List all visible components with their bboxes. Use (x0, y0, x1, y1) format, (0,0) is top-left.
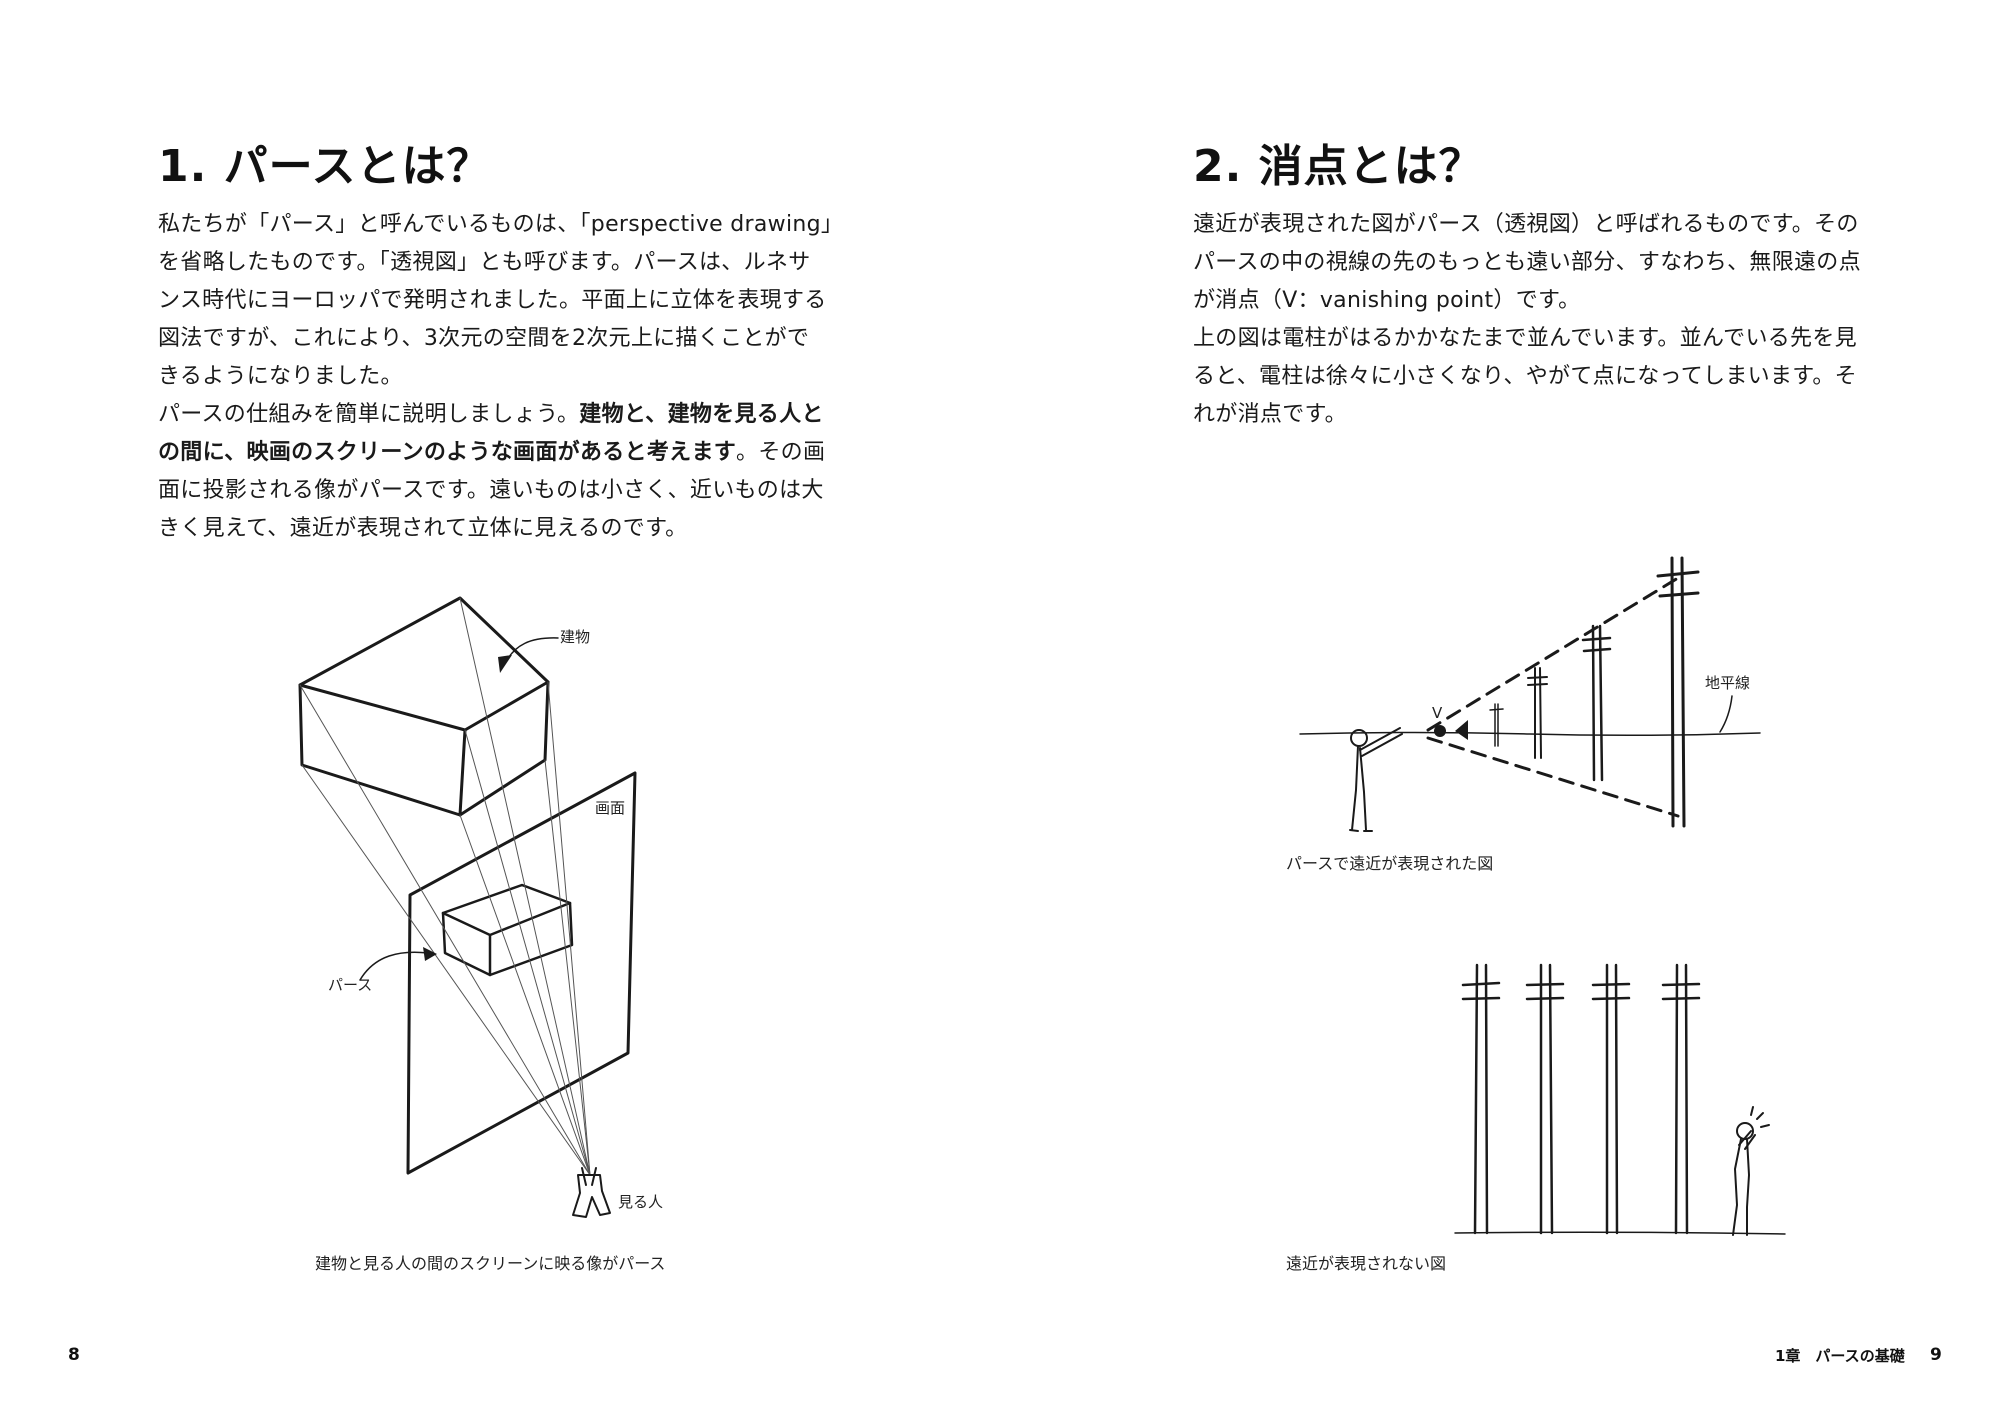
label-vanishing-point: V (1432, 704, 1443, 722)
text-line: 面に投影される像がパースです。遠いものは小さく、近いものは大 (158, 478, 824, 503)
perspective-projection-figure: 建物 画面 パース 見る人 (290, 585, 670, 1225)
text-line: が消点（V：vanishing point）です。 (1193, 288, 1581, 313)
text-line: きるようになりました。 (158, 364, 403, 389)
projection-rays (299, 597, 591, 1176)
caption-perspective-poles: パースで遠近が表現された図 (1286, 854, 1494, 873)
vanishing-point-dot (1434, 725, 1446, 737)
figure-caption: 建物と見る人の間のスクリーンに映る像がパース (315, 1254, 666, 1273)
text-line: パースの仕組みを簡単に説明しましょう。建物と、建物を見る人と (158, 402, 824, 427)
left-page: 1. パースとは？ 私たちが「パース」と呼んでいるものは、「perspectiv… (68, 141, 843, 1365)
right-page: 2. 消点とは？ 遠近が表現された図がパース（透視図）と呼ばれるものです。その … (1000, 0, 2000, 1419)
pole-largest (1656, 556, 1700, 828)
page-number: 8 (68, 1345, 80, 1365)
page-number: 9 (1930, 1345, 1942, 1365)
text-line: ンス時代にヨーロッパで発明されました。平面上に立体を表現する (158, 288, 827, 313)
text-line: 図法ですが、これにより、3次元の空間を2次元上に描くことがで (158, 326, 810, 351)
arrow-head (1455, 720, 1468, 740)
horizon-line (1299, 731, 1761, 737)
pole-2 (1525, 963, 1565, 1235)
pole-1 (1461, 963, 1501, 1235)
section-title-vanishing-point: 2. 消点とは？ (1193, 141, 1484, 192)
upward-looking-person (1732, 1106, 1770, 1236)
viewer-figure (572, 1167, 611, 1218)
text-line: を省略したものです。「透視図」とも呼びます。パースは、ルネサ (158, 250, 811, 275)
emphasis-text: の間に、映画のスクリーンのような画面があると考えます (158, 440, 737, 465)
pointing-person (1349, 727, 1403, 832)
screen-plane (406, 771, 637, 1175)
building-block (298, 596, 550, 817)
arrow-heads (423, 655, 512, 961)
pole-4 (1661, 963, 1701, 1235)
pole-smallest (1489, 703, 1504, 747)
text-line: の間に、映画のスクリーンのような画面があると考えます。その画 (158, 440, 826, 465)
vanishing-point-paragraph: 遠近が表現された図がパース（透視図）と呼ばれるものです。その パースの中の視線の… (1193, 206, 1861, 434)
pole-medium (1581, 624, 1612, 782)
text-line: 遠近が表現された図がパース（透視図）と呼ばれるものです。その (1193, 212, 1859, 237)
label-viewer: 見る人 (618, 1193, 663, 1211)
label-building: 建物 (560, 628, 590, 646)
section-title-perspective: 1. パースとは？ (158, 141, 492, 192)
sight-lines (1426, 576, 1680, 818)
emphasis-text: 建物と、建物を見る人と (579, 402, 824, 427)
pole-3 (1591, 963, 1631, 1235)
caption-flat-poles: 遠近が表現されない図 (1286, 1254, 1447, 1273)
text-line: れが消点です。 (1193, 402, 1347, 427)
projected-box (441, 883, 574, 977)
perspective-projection-drawing: 建物 画面 パース 見る人 (298, 596, 663, 1218)
text-line: きく見えて、遠近が表現されて立体に見えるのです。 (158, 516, 688, 541)
pole-small (1527, 667, 1548, 759)
poles-perspective-drawing: V 地平線 (1299, 556, 1761, 832)
text-line: パースの中の視線の先のもっとも遠い部分、すなわち、無限遠の点 (1193, 250, 1861, 275)
poles-perspective-figure: V 地平線 (1299, 548, 1761, 838)
poles-flat-figure (1454, 955, 1786, 1245)
ground-line (1454, 1231, 1786, 1235)
text-line: 私たちが「パース」と呼んでいるものは、「perspective drawing」 (158, 212, 844, 237)
poles-flat-drawing (1454, 963, 1786, 1236)
chapter-running-head: 1章 パースの基礎 (1775, 1347, 1905, 1365)
horizon-leader (1719, 695, 1733, 733)
label-perspective: パース (328, 976, 372, 994)
perspective-paragraph: 私たちが「パース」と呼んでいるものは、「perspective drawing」… (158, 206, 843, 548)
label-horizon: 地平線 (1705, 674, 1750, 692)
text-line: 上の図は電柱がはるかかなたまで並んでいます。並んでいる先を見 (1193, 326, 1857, 351)
text-line: ると、電柱は徐々に小さくなり、やがて点になってしまいます。そ (1193, 364, 1857, 389)
label-screen: 画面 (595, 799, 625, 817)
